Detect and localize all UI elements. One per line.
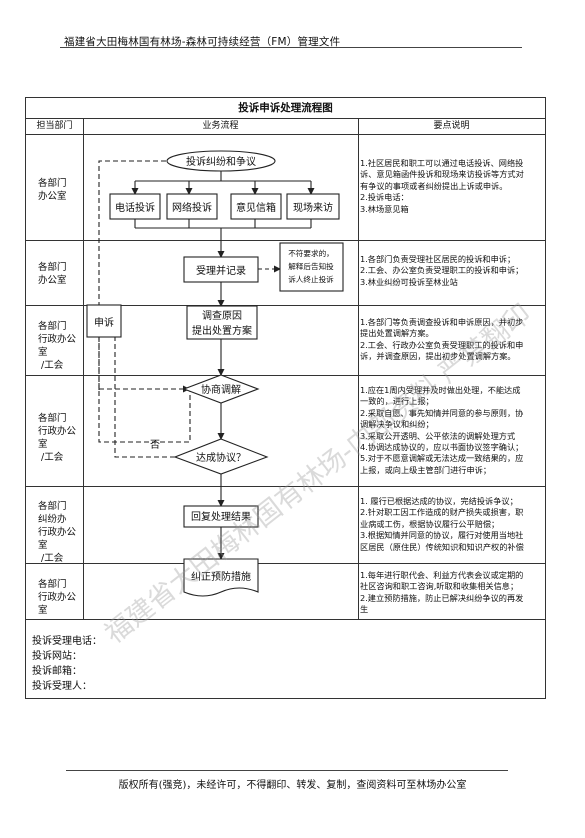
agreement-decision (173, 438, 269, 475)
channel-visit-box (286, 193, 340, 220)
column-header-dept: 担当部门 (36, 121, 73, 131)
row-divider (26, 305, 545, 306)
process-flowchart: 投诉纠纷和争议 电话投诉 网络投诉 意见信箱 现场来访 受理并记录 不符要求的，… (86, 150, 344, 597)
row-divider (26, 619, 545, 620)
reply-result-label: 回复处理结果 (191, 510, 251, 523)
row-divider (26, 486, 545, 487)
reject-note-line: 诉人终止投诉 (288, 274, 334, 284)
channel-visit-label: 现场来访 (293, 201, 333, 214)
footer-divider (66, 770, 508, 771)
row-department: 各部门办公室 (38, 178, 67, 202)
appeal-box (86, 304, 122, 338)
flow-start-node (166, 150, 276, 172)
row-divider (26, 240, 545, 241)
investigate-label-line: 调查原因 (202, 309, 242, 322)
reply-result-box (183, 505, 259, 528)
register-label: 受理并记录 (196, 264, 246, 277)
register-box (183, 256, 259, 283)
channel-phone-label: 电话投诉 (115, 201, 155, 214)
channel-web-box (166, 193, 218, 220)
row-department: 各部门行政办公室/工会 (38, 413, 77, 463)
mediate-decision (182, 374, 260, 404)
document-header: 福建省大田梅林国有林场-森林可持续经营（FM）管理文件 (64, 36, 341, 48)
table-title: 投诉申诉处理流程图 (26, 98, 545, 119)
channel-mailbox-box (230, 193, 282, 220)
complaint-contact-info: 投诉受理电话： 投诉网站： 投诉邮箱： 投诉受理人： (32, 634, 102, 694)
row-notes: 1.每年进行职代会、利益方代表会议或定期的社区咨询和职工咨询,听取和收集相关信息… (360, 570, 524, 615)
channel-mailbox-label: 意见信箱 (236, 201, 276, 214)
row-notes: 1.各部门等负责调查投诉和申诉原因，并初步提出处置调解方案。2.工会、行政办公室… (360, 317, 524, 362)
complaint-website-label: 投诉网站： (32, 651, 82, 662)
mediate-label: 协商调解 (201, 383, 241, 396)
row-notes: 1.各部门负责受理社区居民的投诉和申诉；2.工会、办公室负责受理职工的投诉和申诉… (360, 254, 524, 287)
flowchart-table: 投诉申诉处理流程图 担当部门 业务流程 要点说明 各部门办公室 各部门办公室 各… (25, 97, 546, 699)
complaint-email-label: 投诉邮箱： (32, 666, 82, 677)
row-notes: 1. 履行已根据达成的协议，完结投诉争议；2.针对职工因工作造成的财产损失或损害… (360, 496, 524, 552)
flow-start-label: 投诉纠纷和争议 (186, 155, 256, 168)
header-divider (60, 47, 522, 48)
column-header-row: 担当部门 业务流程 要点说明 (26, 118, 545, 135)
agreement-label: 达成协议？ (196, 451, 246, 464)
row-department: 各部门行政办公室 (38, 579, 77, 616)
row-notes: 1.应在1周内受理并及时做出处理，不能达成一致的，进行上报；2.采取自愿、事先知… (360, 385, 524, 475)
row-department: 各部门行政办公室/工会 (38, 321, 77, 371)
row-notes: 1.社区居民和职工可以通过电话投诉、网络投诉、意见箱函件投诉和现场来访投诉等方式… (360, 158, 524, 214)
column-header-process: 业务流程 (202, 121, 239, 131)
prevent-measures-box (183, 558, 259, 597)
investigate-box (186, 305, 258, 340)
row-department: 各部门办公室 (38, 262, 67, 286)
row-department: 各部门纠纷办行政办公室/工会 (38, 501, 77, 564)
complaint-handler-label: 投诉受理人： (32, 681, 92, 692)
channel-phone-box (109, 193, 161, 220)
row-divider (26, 375, 545, 376)
no-branch-label: 否 (150, 439, 160, 451)
column-divider (358, 118, 359, 619)
reject-note-line: 解释后告知投 (288, 261, 334, 271)
appeal-label: 申诉 (94, 316, 114, 329)
prevent-measures-label: 纠正预防措施 (191, 570, 251, 583)
column-divider (83, 118, 84, 619)
column-header-notes: 要点说明 (433, 121, 470, 131)
investigate-label-line: 提出处置方案 (192, 324, 252, 337)
reject-note-line: 不符要求的， (288, 248, 334, 258)
channel-web-label: 网络投诉 (172, 201, 212, 214)
reject-note-box (279, 242, 344, 292)
copyright-footer: 版权所有(强竞)，未经许可，不得翻印、转发、复制，查阅资料可至林场办公室 (118, 780, 467, 791)
complaint-phone-label: 投诉受理电话： (32, 636, 102, 647)
row-divider (26, 563, 545, 564)
